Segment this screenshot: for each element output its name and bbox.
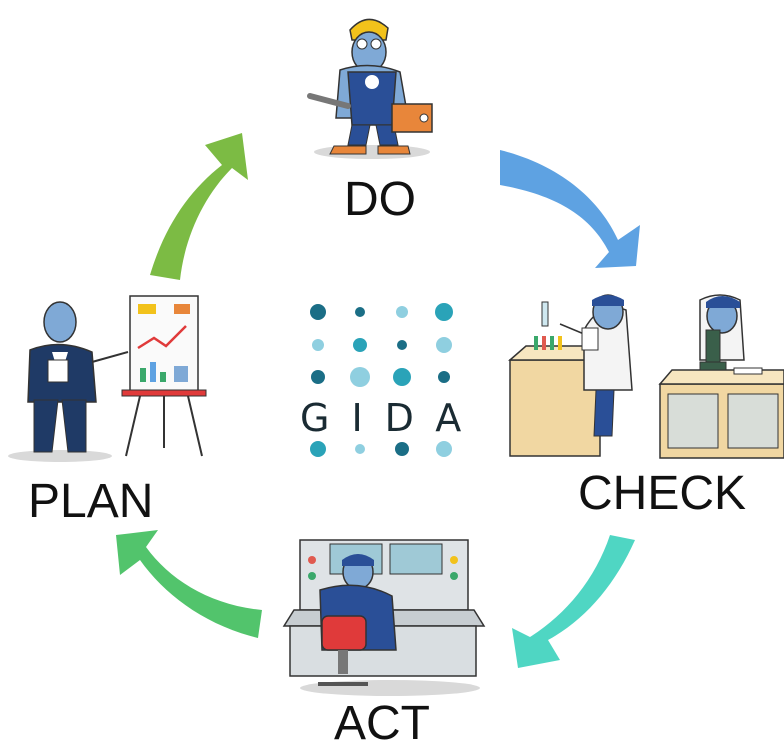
logo-dot xyxy=(435,303,453,321)
flipchart-icon xyxy=(121,295,207,457)
logo-dot xyxy=(436,337,452,353)
arrow-plan-to-do xyxy=(150,133,248,280)
operator-icon xyxy=(282,539,486,696)
arrow-do-to-check xyxy=(500,150,640,268)
logo-text: GIDA xyxy=(300,396,484,440)
logo-dot xyxy=(436,441,452,457)
logo-dot-grid xyxy=(310,303,453,457)
logo-dot xyxy=(355,444,365,454)
arrow-act-to-plan xyxy=(116,530,262,638)
logo-dot xyxy=(397,340,407,350)
worker-icon xyxy=(307,18,433,159)
arrow-check-to-act xyxy=(512,535,635,668)
lab-bench-icon xyxy=(658,294,784,459)
logo-dot xyxy=(350,367,370,387)
logo-dot xyxy=(353,338,367,352)
stage-label-do: DO xyxy=(344,173,416,226)
presenter-icon xyxy=(8,301,129,462)
logo-dot xyxy=(312,339,324,351)
logo-dot xyxy=(310,441,326,457)
logo-dot xyxy=(396,306,408,318)
logo-dot xyxy=(310,304,326,320)
scientist-icon xyxy=(508,294,633,457)
logo-dot xyxy=(438,371,450,383)
stage-label-act: ACT xyxy=(334,697,430,750)
logo-dot xyxy=(355,307,365,317)
logo-dot xyxy=(395,442,409,456)
stage-label-check: CHECK xyxy=(578,467,747,520)
logo-dot xyxy=(311,370,325,384)
stage-label-plan: PLAN xyxy=(28,475,154,528)
logo-dot xyxy=(393,368,411,386)
